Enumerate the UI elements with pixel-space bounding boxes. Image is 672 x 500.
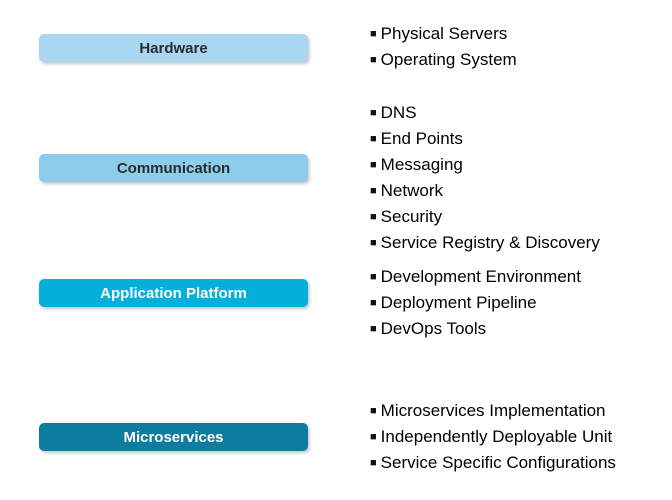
square-bullet-icon: ■ [370,323,377,335]
square-bullet-icon: ■ [370,133,377,145]
list-item-text: DevOps Tools [380,319,487,338]
square-bullet-icon: ■ [370,159,377,171]
list-item-text: DNS [380,103,417,122]
layer-label-application-platform: Application Platform [100,284,247,302]
square-bullet-icon: ■ [370,28,377,40]
list-item-text: Operating System [380,50,517,69]
square-bullet-icon: ■ [370,54,377,66]
list-item: ■Service Registry & Discovery [370,231,600,257]
square-bullet-icon: ■ [370,431,377,443]
list-item-text: Security [380,207,443,226]
list-item: ■DevOps Tools [370,317,581,343]
list-item: ■End Points [370,127,600,153]
list-item-text: Deployment Pipeline [380,293,537,312]
list-item-text: Microservices Implementation [380,401,606,420]
list-item: ■Service Specific Configurations [370,451,616,477]
list-item-text: Network [380,181,444,200]
list-item-text: Service Specific Configurations [380,453,616,472]
list-item-text: Messaging [380,155,463,174]
layer-label-hardware: Hardware [139,39,208,57]
square-bullet-icon: ■ [370,457,377,469]
bullet-list-microservices: ■Microservices Implementation ■Independe… [370,399,616,477]
list-item: ■Physical Servers [370,22,517,48]
square-bullet-icon: ■ [370,211,377,223]
list-item: ■Microservices Implementation [370,399,616,425]
square-bullet-icon: ■ [370,297,377,309]
list-item: ■Security [370,205,600,231]
list-item: ■Operating System [370,48,517,74]
layer-box-microservices: Microservices [39,423,308,451]
layer-label-microservices: Microservices [123,428,224,446]
list-item: ■Development Environment [370,265,581,291]
list-item: ■Deployment Pipeline [370,291,581,317]
list-item-text: Physical Servers [380,24,508,43]
square-bullet-icon: ■ [370,107,377,119]
list-item-text: Service Registry & Discovery [380,233,600,252]
square-bullet-icon: ■ [370,185,377,197]
list-item: ■Messaging [370,153,600,179]
layer-box-communication: Communication [39,154,308,182]
bullet-list-communication: ■DNS ■End Points ■Messaging ■Network ■Se… [370,101,600,257]
layer-label-communication: Communication [116,159,231,177]
layer-box-hardware: Hardware [39,34,308,62]
square-bullet-icon: ■ [370,271,377,283]
list-item-text: Development Environment [380,267,581,286]
square-bullet-icon: ■ [370,405,377,417]
list-item-text: End Points [380,129,463,148]
list-item: ■DNS [370,101,600,127]
list-item: ■Network [370,179,600,205]
bullet-list-application-platform: ■Development Environment ■Deployment Pip… [370,265,581,343]
layer-box-application-platform: Application Platform [39,279,308,307]
square-bullet-icon: ■ [370,237,377,249]
bullet-list-hardware: ■Physical Servers ■Operating System [370,22,517,74]
list-item: ■Independently Deployable Unit [370,425,616,451]
list-item-text: Independently Deployable Unit [380,427,613,446]
